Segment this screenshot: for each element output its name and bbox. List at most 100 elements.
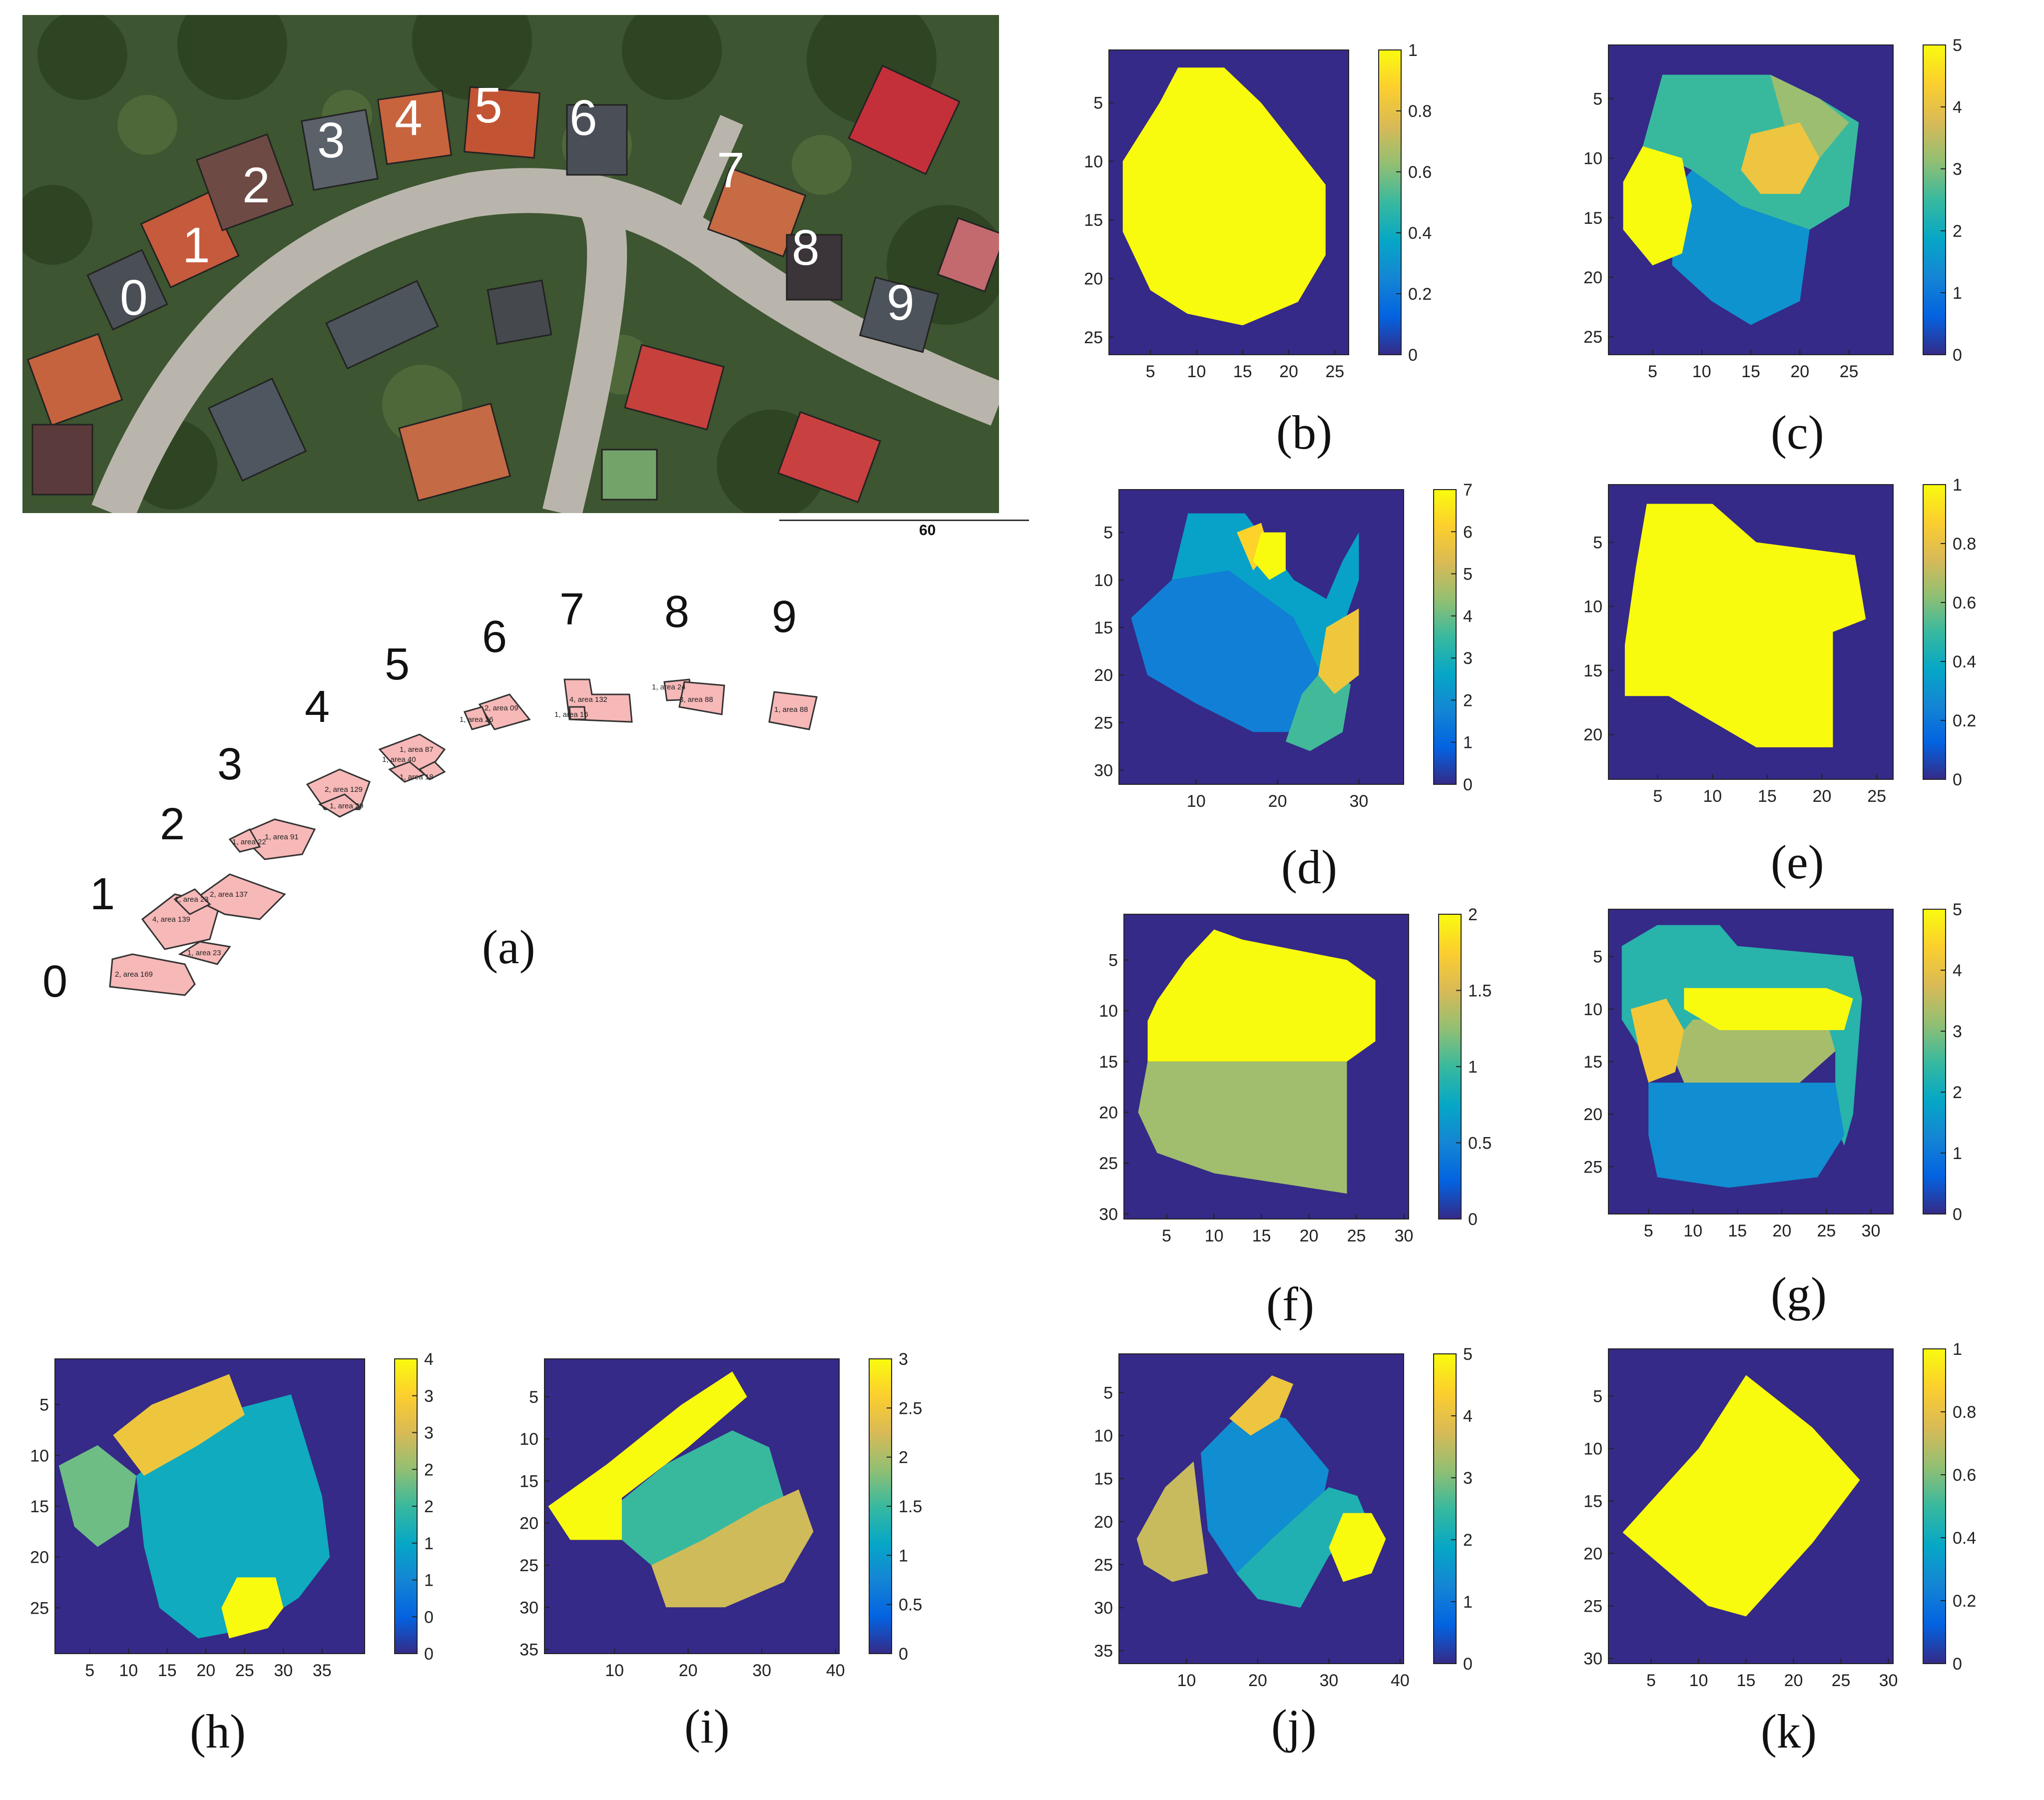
x-tick-label: 15: [1728, 1221, 1747, 1240]
area-label: 3, area 88: [679, 695, 713, 704]
y-tick-label: 5: [39, 1396, 49, 1415]
y-tick-label: 5: [1108, 951, 1118, 970]
heatmap-region-3: [1630, 998, 1684, 1083]
colorbar-tick-label: 1: [1463, 1593, 1473, 1612]
caption-b: (b): [1276, 406, 1332, 459]
caption-e: (e): [1771, 835, 1824, 889]
colorbar-tick-label: 2.5: [899, 1399, 922, 1418]
y-tick-label: 25: [1094, 713, 1113, 732]
colorbar-tick-label: 0: [1463, 775, 1473, 794]
x-tick-label: 20: [1813, 787, 1832, 806]
y-tick-label: 10: [1583, 1000, 1602, 1019]
colorbar-tick-label: 6: [1463, 523, 1473, 542]
aerial-label-4: 4: [395, 90, 423, 146]
colorbar-tick-label: 1: [1468, 1058, 1478, 1077]
y-tick-label: 10: [1094, 1427, 1113, 1446]
x-tick-label: 25: [235, 1661, 254, 1680]
caption-a: (a): [482, 920, 535, 974]
y-tick-label: 5: [1103, 524, 1113, 543]
colorbar-tick-label: 3: [1953, 1022, 1962, 1041]
colorbar-tick-label: 1: [1953, 284, 1962, 303]
x-tick-label: 10: [1187, 792, 1206, 811]
x-tick-label: 25: [1867, 787, 1886, 806]
colorbar-tick-label: 2: [1463, 1531, 1473, 1550]
y-tick-label: 15: [519, 1472, 538, 1491]
colorbar-tick-label: 1: [899, 1546, 908, 1565]
x-tick-label: 20: [1772, 1221, 1791, 1240]
aerial-label-7: 7: [717, 142, 745, 198]
colorbar-tick-label: 5: [1463, 1345, 1473, 1364]
y-tick-label: 5: [1593, 948, 1602, 967]
colorbar: [1923, 1348, 1946, 1664]
y-tick-label: 10: [519, 1430, 538, 1449]
colorbar-tick-label: 0: [1953, 1655, 1962, 1674]
area-label: 1, area 26: [460, 715, 494, 724]
colorbar: [1378, 49, 1402, 355]
colorbar: [1923, 484, 1946, 780]
x-tick-label: 20: [1268, 792, 1287, 811]
y-tick-label: 15: [1094, 1470, 1113, 1489]
x-tick-label: 5: [1146, 362, 1155, 381]
y-tick-label: 10: [1099, 1002, 1118, 1021]
colorbar-tick-label: 4: [424, 1350, 434, 1369]
x-tick-label: 5: [1644, 1221, 1653, 1240]
y-tick-label: 15: [1583, 1492, 1602, 1511]
y-tick-label: 25: [519, 1556, 538, 1575]
x-tick-label: 20: [1300, 1226, 1319, 1245]
x-tick-label: 10: [1683, 1221, 1702, 1240]
footprint-number-6: 6: [482, 612, 507, 662]
y-tick-label: 5: [1593, 89, 1602, 108]
heatmap-region-4: [1684, 988, 1853, 1030]
colorbar-tick-label: 0.5: [899, 1596, 922, 1615]
colorbar-tick-label: 0.6: [1953, 1466, 1976, 1485]
colorbar-tick-label: 0.8: [1953, 1403, 1976, 1422]
area-label: 2, area 09: [485, 704, 518, 712]
area-label: 2, area 137: [210, 890, 248, 899]
colorbar-tick-label: 0: [424, 1645, 434, 1664]
x-tick-label: 10: [1692, 362, 1711, 381]
footprint-number-3: 3: [217, 739, 242, 789]
heatmap-frame: [1118, 489, 1404, 785]
y-tick-label: 5: [529, 1388, 538, 1407]
colorbar-tick-label: 0: [1953, 1205, 1962, 1224]
x-tick-label: 20: [1279, 362, 1298, 381]
heatmap-region-3: [1741, 122, 1820, 194]
y-tick-label: 25: [1583, 328, 1602, 347]
y-tick-label: 25: [1094, 1556, 1113, 1575]
y-tick-label: 20: [1094, 1513, 1113, 1532]
x-tick-label: 5: [1648, 362, 1657, 381]
colorbar-tick-label: 1.5: [899, 1497, 922, 1516]
heatmap-region-0: [1122, 67, 1326, 326]
y-tick-label: 30: [1583, 1650, 1602, 1669]
heatmap-region-2: [1136, 1461, 1208, 1582]
aerial-label-9: 9: [887, 275, 915, 331]
x-tick-label: 20: [1248, 1671, 1267, 1690]
y-tick-label: 15: [1099, 1053, 1118, 1072]
x-tick-label: 30: [1350, 792, 1369, 811]
heatmap-region-0: [1131, 570, 1327, 732]
x-tick-label: 5: [1653, 787, 1662, 806]
heatmap-region-1: [113, 1374, 245, 1476]
colorbar-tick-label: 1: [1408, 41, 1418, 60]
x-tick-label: 25: [1347, 1226, 1366, 1245]
x-tick-label: 35: [313, 1661, 332, 1680]
heatmap-region-1: [651, 1489, 814, 1608]
caption-j: (j): [1271, 1700, 1317, 1753]
colorbar-tick-label: 0.4: [1408, 224, 1432, 243]
colorbar-tick-label: 4: [1953, 98, 1962, 117]
y-tick-label: 35: [519, 1641, 538, 1660]
area-label: 1, area 24: [652, 683, 686, 691]
colorbar-tick-label: 1: [1953, 1144, 1962, 1163]
colorbar-tick-label: 2: [899, 1448, 908, 1467]
footprint-number-0: 0: [42, 957, 67, 1007]
y-tick-label: 15: [1583, 661, 1602, 680]
heatmap-region-1: [1648, 1083, 1844, 1188]
area-label: 2, area 169: [115, 970, 153, 979]
heatmap-region-0: [1624, 504, 1866, 747]
y-tick-label: 20: [1084, 270, 1103, 289]
x-tick-label: 10: [1689, 1671, 1708, 1690]
x-tick-label: 10: [119, 1661, 138, 1680]
